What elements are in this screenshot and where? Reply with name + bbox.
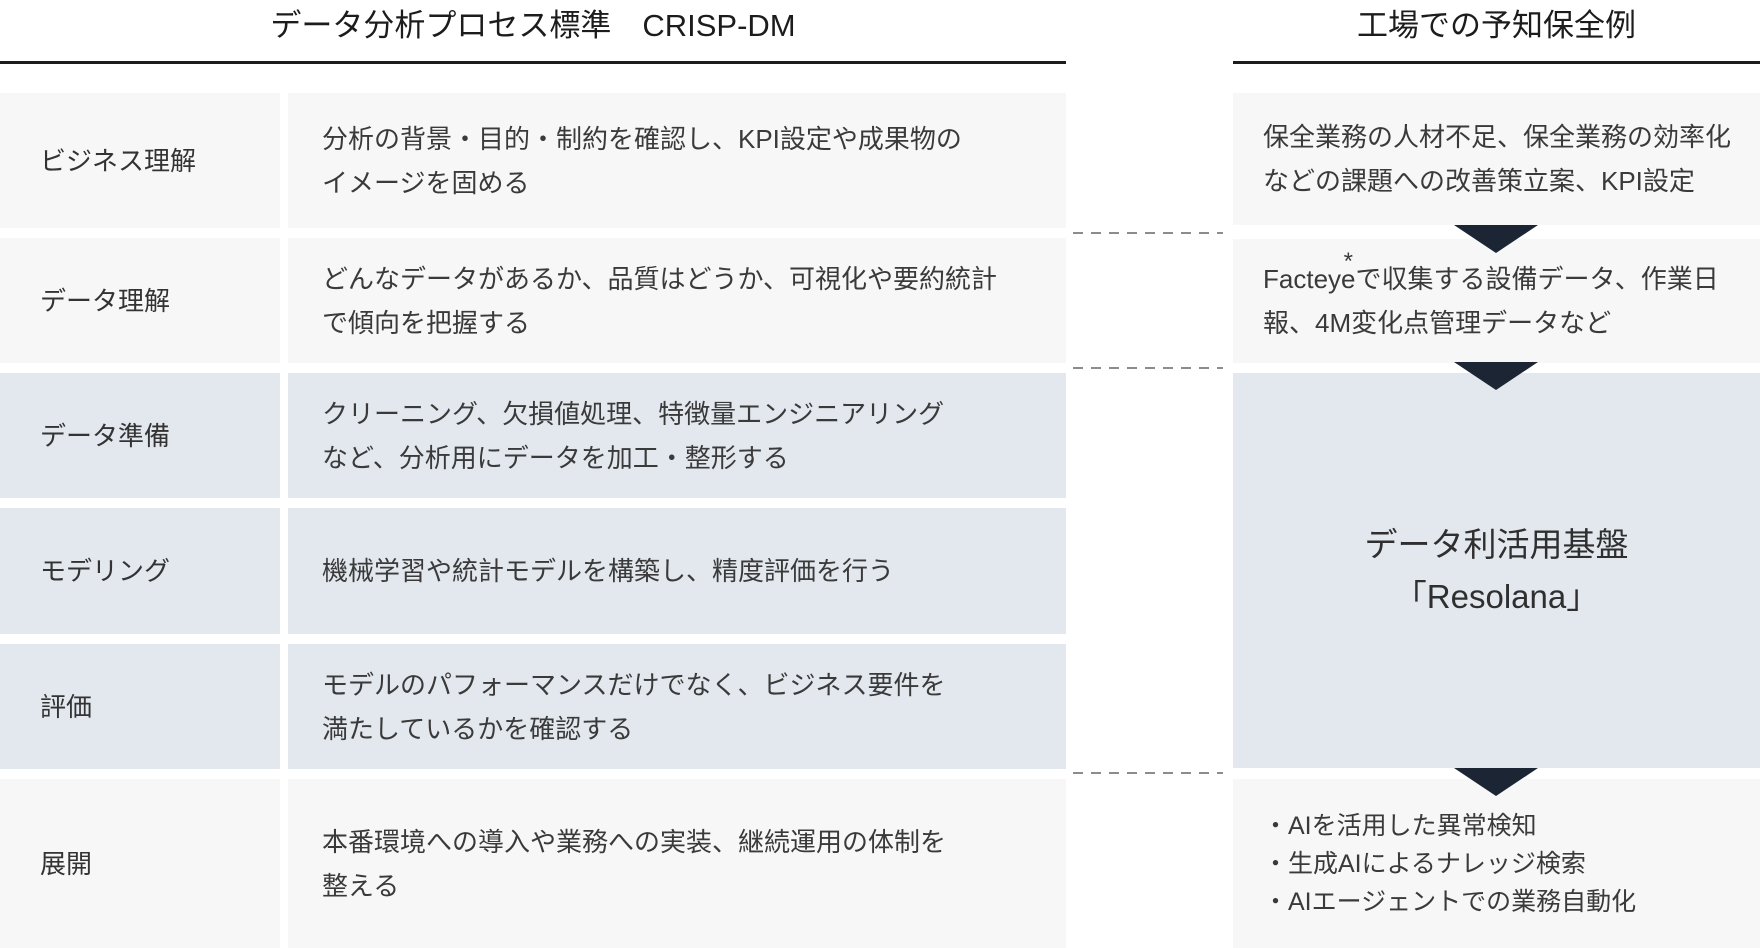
platform-product-line: 「Resolana」: [1393, 577, 1600, 615]
maintenance-line: 報、4M変化点管理データなど: [1263, 308, 1612, 338]
description-line: クリーニング、欠損値処理、特徴量エンジニアリング: [322, 398, 945, 429]
stage-label-text: モデリング: [40, 556, 171, 586]
stage-label-data-preparation: データ準備: [0, 373, 280, 498]
down-arrow-icon: [1454, 768, 1538, 796]
description-line: 分析の背景・目的・制約を確認し、KPI設定や成果物の: [322, 123, 962, 154]
dashed-connector: [1073, 367, 1223, 369]
stage-label-deployment: 展開: [0, 779, 280, 948]
facteye-e-with-asterisk: e*: [1341, 248, 1356, 301]
maintenance-line: などの課題への改善策立案、KPI設定: [1263, 166, 1695, 196]
bullet-item: ・AIを活用した異常検知: [1263, 811, 1537, 840]
stage-desc-modeling: 機械学習や統計モデルを構築し、精度評価を行う: [288, 508, 1066, 634]
right-section-title: 工場での予知保全例: [1357, 8, 1636, 43]
stage-label-modeling: モデリング: [0, 508, 280, 634]
stage-label-data-understanding: データ理解: [0, 238, 280, 363]
facteye-e: e: [1341, 264, 1356, 294]
dashed-connector: [1073, 232, 1223, 234]
maintenance-box-resolana-platform: データ利活用基盤 「Resolana」: [1233, 373, 1760, 768]
stage-label-text: データ準備: [40, 420, 171, 451]
maintenance-line: 保全業務の人材不足、保全業務の効率化: [1263, 122, 1732, 152]
left-section-title: データ分析プロセス標準 CRISP-DM: [270, 8, 796, 43]
stage-desc-data-preparation: クリーニング、欠損値処理、特徴量エンジニアリング など、分析用にデータを加工・整…: [288, 373, 1066, 498]
stage-desc-evaluation: モデルのパフォーマンスだけでなく、ビジネス要件を 満たしているかを確認する: [288, 644, 1066, 769]
left-title-underline: [0, 61, 1066, 64]
facteye-text-post: で収集する設備データ、作業日: [1355, 264, 1719, 294]
description-line: で傾向を把握する: [322, 307, 531, 338]
description-line: など、分析用にデータを加工・整形する: [322, 442, 789, 473]
stage-label-business-understanding: ビジネス理解: [0, 93, 280, 228]
stage-desc-deployment: 本番環境への導入や業務への実装、継続運用の体制を 整える: [288, 779, 1066, 948]
down-arrow-icon: [1454, 362, 1538, 390]
stage-desc-business-understanding: 分析の背景・目的・制約を確認し、KPI設定や成果物の イメージを固める: [288, 93, 1066, 228]
maintenance-box-facteye-data: Facteye*で収集する設備データ、作業日 報、4M変化点管理データなど: [1233, 239, 1760, 363]
description-line: イメージを固める: [322, 167, 530, 198]
maintenance-box-ai-applications: ・AIを活用した異常検知 ・生成AIによるナレッジ検索 ・AIエージェントでの業…: [1233, 779, 1760, 948]
maintenance-box-business-issues: 保全業務の人材不足、保全業務の効率化 などの課題への改善策立案、KPI設定: [1233, 93, 1760, 225]
down-arrow-icon: [1454, 225, 1538, 253]
description-line: 機械学習や統計モデルを構築し、精度評価を行う: [322, 556, 895, 586]
stage-label-text: 展開: [40, 848, 93, 879]
footnote-asterisk: *: [1343, 248, 1353, 275]
facteye-text: Factey: [1263, 264, 1342, 294]
bullet-item: ・AIエージェントでの業務自動化: [1263, 887, 1637, 916]
platform-name-line: データ利活用基盤: [1364, 525, 1629, 563]
description-line: モデルのパフォーマンスだけでなく、ビジネス要件を: [322, 669, 946, 700]
stage-label-text: ビジネス理解: [40, 145, 197, 176]
description-line: 整える: [322, 870, 400, 901]
stage-label-text: データ理解: [40, 285, 171, 316]
bullet-item: ・生成AIによるナレッジ検索: [1263, 849, 1586, 878]
right-title-underline: [1233, 61, 1760, 64]
description-line: 本番環境への導入や業務への実装、継続運用の体制を: [322, 826, 947, 857]
dashed-connector: [1073, 772, 1223, 774]
description-line: 満たしているかを確認する: [322, 713, 634, 744]
description-line: どんなデータがあるか、品質はどうか、可視化や要約統計: [322, 263, 997, 294]
stage-label-evaluation: 評価: [0, 644, 280, 769]
stage-desc-data-understanding: どんなデータがあるか、品質はどうか、可視化や要約統計 で傾向を把握する: [288, 238, 1066, 363]
maintenance-line: Facteye*で収集する設備データ、作業日: [1263, 248, 1760, 301]
stage-label-text: 評価: [40, 691, 93, 722]
